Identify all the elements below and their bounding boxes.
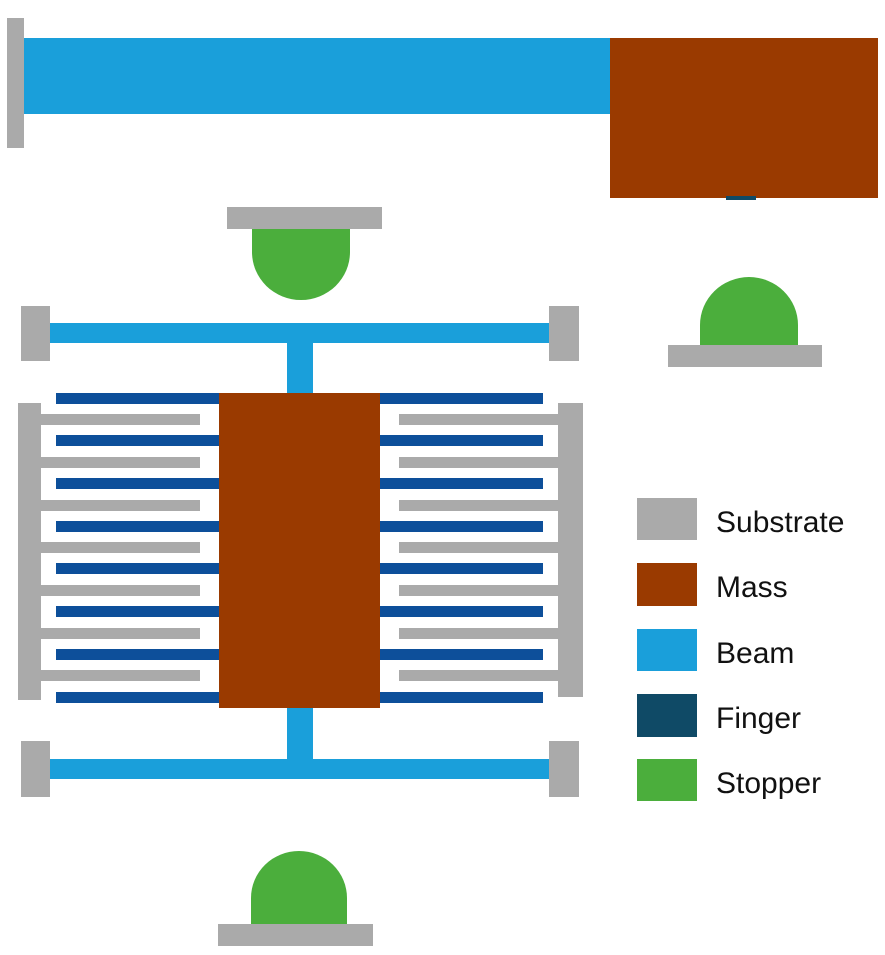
moving-finger-left	[56, 521, 220, 532]
cantilever-finger	[726, 196, 756, 200]
legend-swatch-finger	[637, 694, 697, 737]
fixed-finger-right	[399, 457, 558, 468]
fixed-finger-left	[41, 500, 200, 511]
legend-item-mass: Mass	[637, 563, 788, 606]
moving-finger-right	[379, 649, 543, 660]
stopper-substrate	[668, 345, 822, 367]
legend-swatch-mass	[637, 563, 697, 606]
moving-finger-right	[379, 606, 543, 617]
moving-comb-fingers	[56, 393, 543, 703]
fixed-comb-fingers	[41, 414, 558, 681]
stopper-substrate	[227, 207, 382, 229]
fixed-finger-left	[41, 585, 200, 596]
fixed-finger-right	[399, 542, 558, 553]
fixed-finger-right	[399, 500, 558, 511]
moving-finger-left	[56, 649, 220, 660]
fixed-finger-left	[41, 670, 200, 681]
moving-finger-left	[56, 393, 220, 404]
stopper-right	[668, 277, 822, 367]
legend-item-substrate: Substrate	[637, 498, 844, 540]
legend-label-beam: Beam	[716, 637, 794, 670]
fixed-comb-spine-right	[558, 403, 583, 697]
moving-finger-left	[56, 692, 220, 703]
legend-item-beam: Beam	[637, 629, 794, 671]
cantilever-anchor-substrate	[7, 18, 24, 148]
stopper-bottom	[218, 851, 373, 946]
moving-finger-right	[379, 521, 543, 532]
moving-finger-left	[56, 563, 220, 574]
legend-swatch-substrate	[637, 498, 697, 540]
comb-drive-structure	[18, 306, 583, 797]
fixed-finger-left	[41, 542, 200, 553]
fixed-finger-right	[399, 414, 558, 425]
legend-item-finger: Finger	[637, 694, 801, 737]
cantilever-structure	[7, 18, 878, 200]
stopper-dome	[252, 229, 350, 300]
legend: Substrate Mass Beam Finger Stopper	[637, 498, 844, 801]
proof-mass	[219, 393, 380, 708]
stopper-dome	[700, 277, 798, 346]
stopper-dome	[251, 851, 347, 925]
moving-finger-left	[56, 606, 220, 617]
cantilever-mass	[610, 38, 878, 198]
legend-label-stopper: Stopper	[716, 767, 821, 800]
fixed-finger-right	[399, 670, 558, 681]
moving-finger-right	[379, 563, 543, 574]
moving-finger-right	[379, 478, 543, 489]
top-suspension-beam	[50, 323, 549, 343]
top-connector-beam	[287, 343, 313, 393]
fixed-finger-left	[41, 414, 200, 425]
anchor-top-right	[549, 306, 579, 361]
legend-label-mass: Mass	[716, 571, 788, 604]
moving-finger-left	[56, 478, 220, 489]
bottom-connector-beam	[287, 708, 313, 759]
fixed-finger-right	[399, 628, 558, 639]
legend-item-stopper: Stopper	[637, 759, 821, 801]
legend-label-substrate: Substrate	[716, 506, 844, 539]
legend-swatch-stopper	[637, 759, 697, 801]
legend-swatch-beam	[637, 629, 697, 671]
anchor-bottom-right	[549, 741, 579, 797]
anchor-bottom-left	[21, 741, 50, 797]
stopper-substrate	[218, 924, 373, 946]
moving-finger-right	[379, 393, 543, 404]
moving-finger-right	[379, 692, 543, 703]
fixed-finger-left	[41, 457, 200, 468]
fixed-comb-spine-left	[18, 403, 41, 700]
bottom-suspension-beam	[50, 759, 549, 779]
moving-finger-right	[379, 435, 543, 446]
legend-label-finger: Finger	[716, 702, 801, 735]
fixed-finger-right	[399, 585, 558, 596]
moving-finger-left	[56, 435, 220, 446]
fixed-finger-left	[41, 628, 200, 639]
anchor-top-left	[21, 306, 50, 361]
stopper-top-left	[227, 207, 382, 300]
cantilever-beam	[24, 38, 612, 114]
